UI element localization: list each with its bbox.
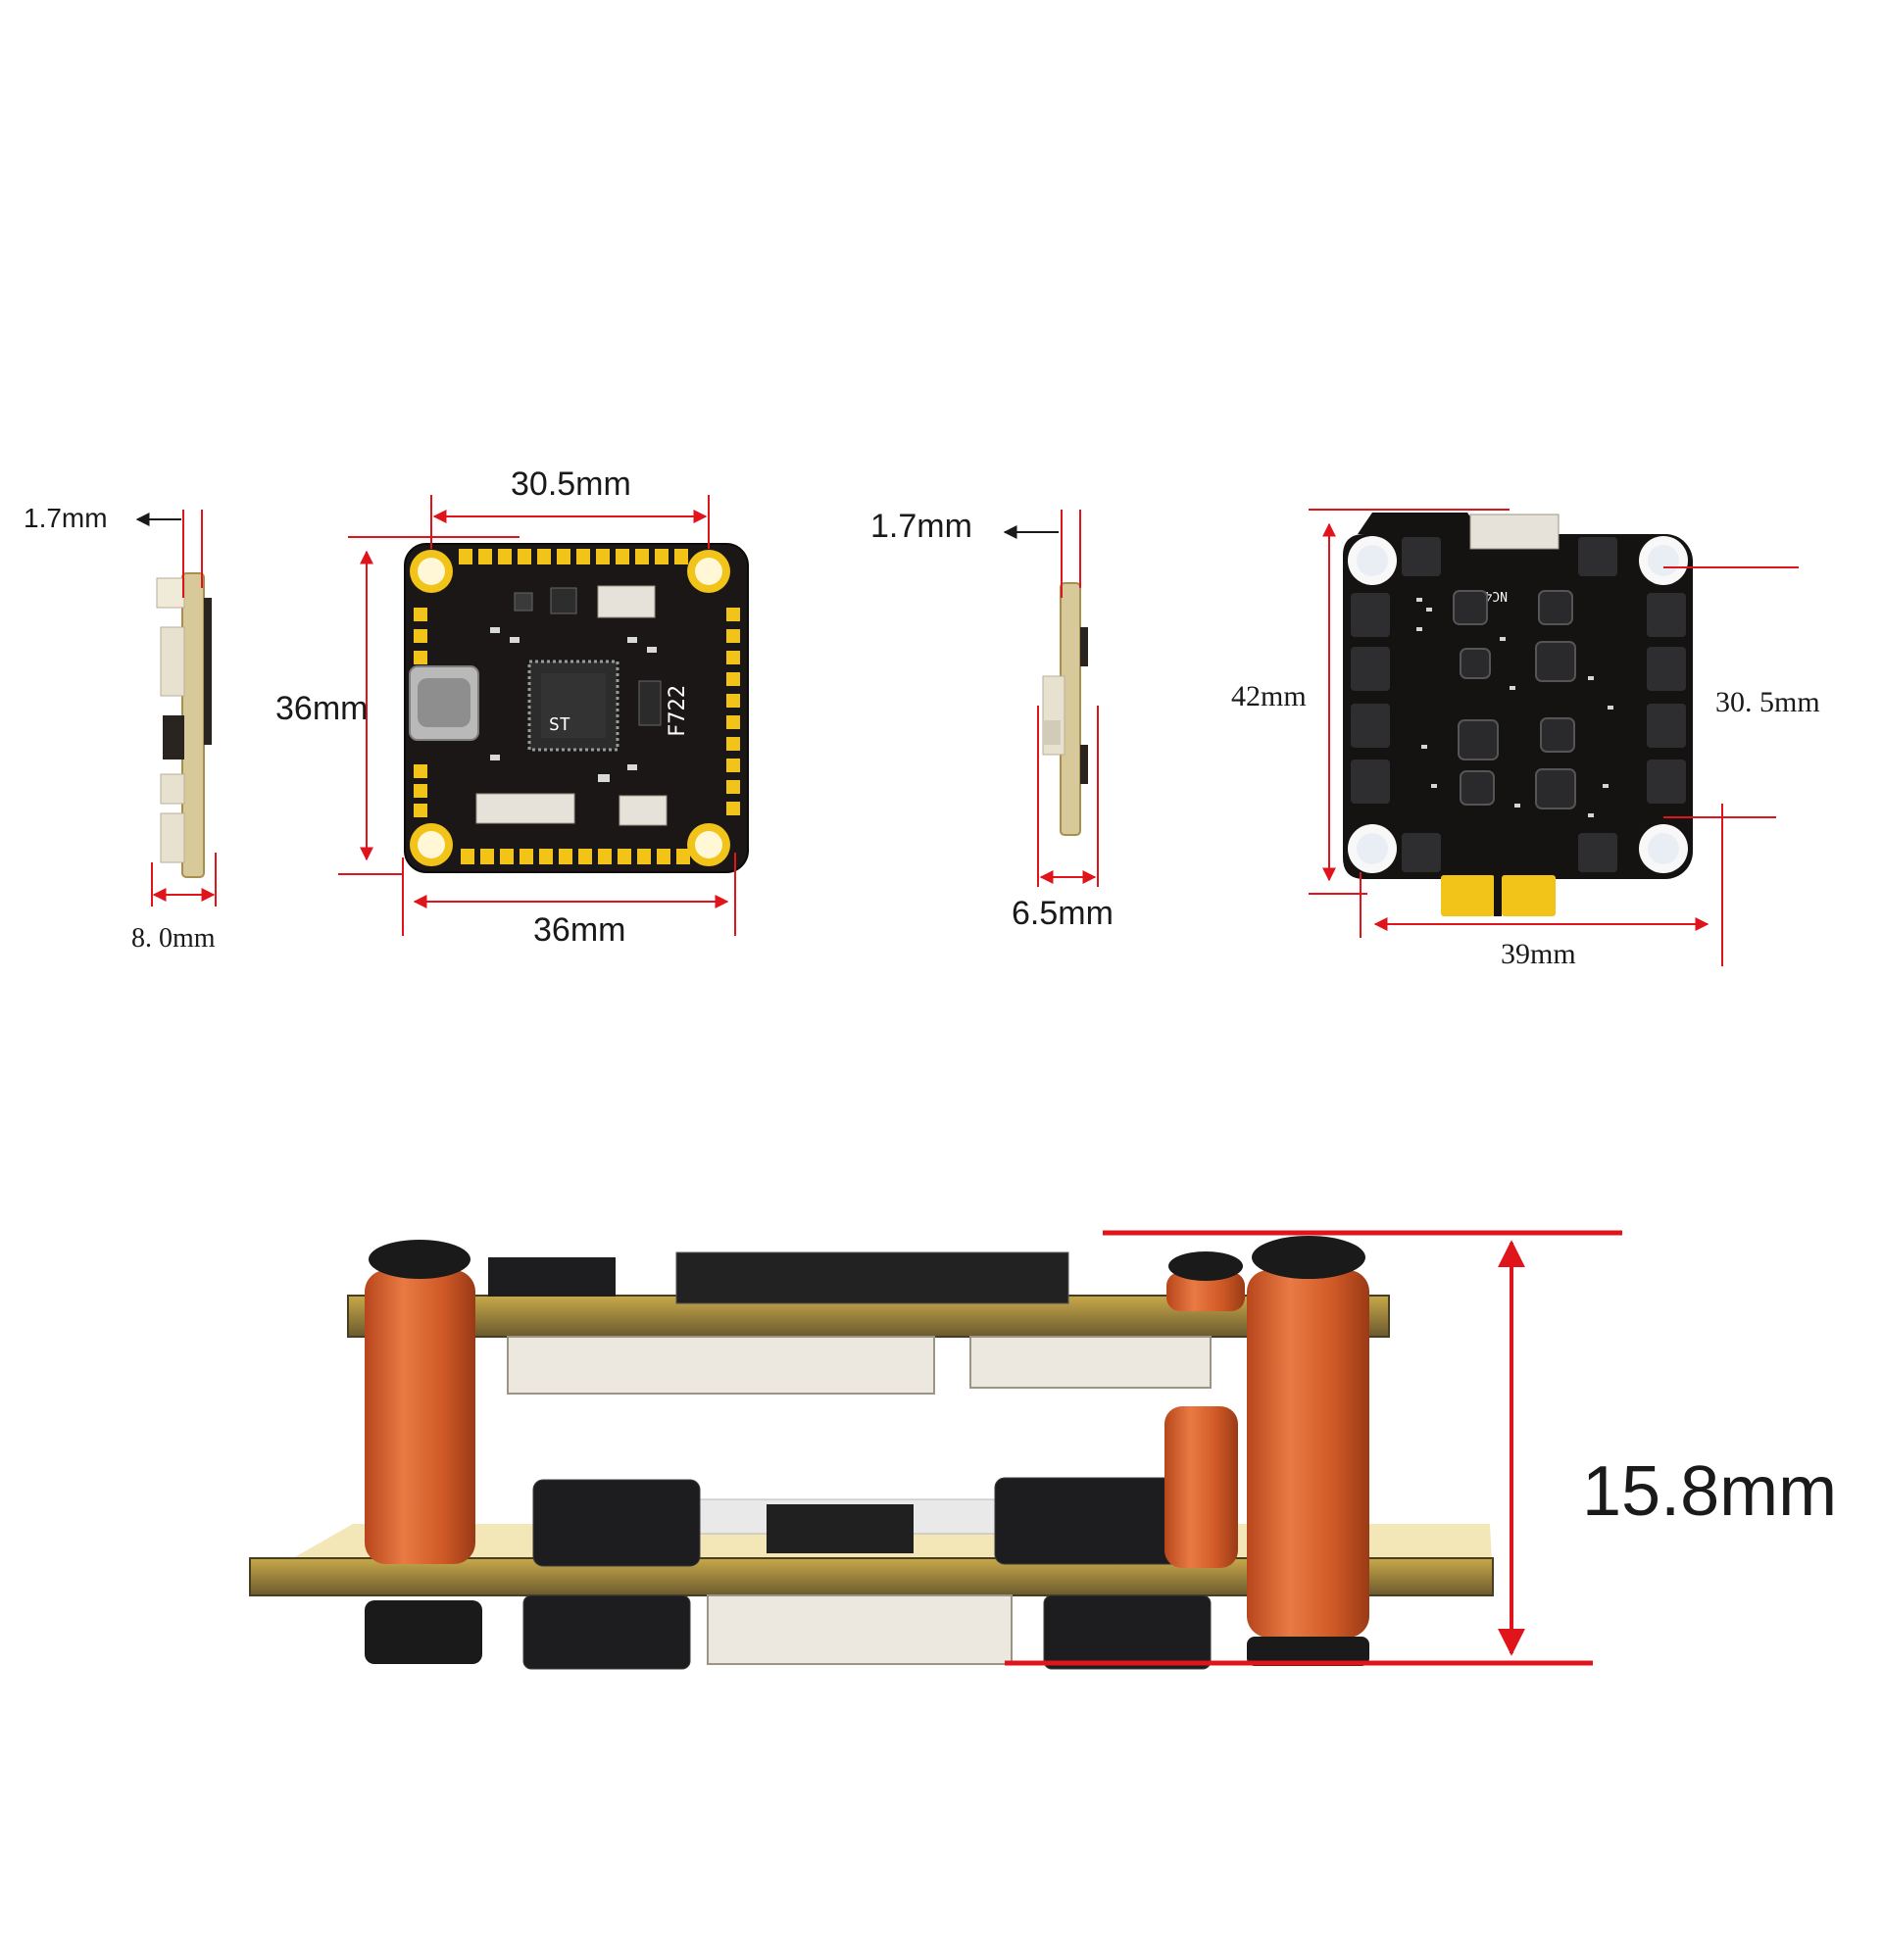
nylon-standoffs bbox=[365, 1236, 1369, 1666]
esc-board: NC4321 bbox=[1343, 513, 1693, 916]
esc-mosfets bbox=[1351, 537, 1686, 872]
esc-power-pads bbox=[1441, 875, 1556, 916]
fc-side-thickness-label: 1.7mm bbox=[24, 503, 108, 533]
esc-width-dimension: 39mm bbox=[1360, 804, 1723, 970]
fc-width-label: 36mm bbox=[533, 911, 625, 949]
fc-small-components bbox=[490, 587, 657, 782]
esc-hole-spacing-label: 30. 5mm bbox=[1715, 686, 1820, 718]
fc-lower-connectors bbox=[507, 1336, 1212, 1395]
fc-height-label: 36mm bbox=[275, 690, 368, 727]
fc-left-pads bbox=[414, 608, 427, 817]
stack-side-view: 15.8mm bbox=[249, 1230, 1837, 1670]
fc-height-dimension: 36mm bbox=[275, 536, 520, 875]
fc-width-dimension: 36mm bbox=[402, 853, 736, 949]
fc-top-pads bbox=[459, 549, 688, 564]
esc-side-thickness-dimension: 1.7mm bbox=[870, 508, 1081, 598]
fc-hole-spacing-label: 30.5mm bbox=[511, 466, 631, 503]
esc-lower-connector bbox=[707, 1594, 1013, 1665]
stack-height-label: 15.8mm bbox=[1582, 1452, 1837, 1531]
st-logo-text: ST bbox=[549, 714, 570, 735]
esc-hole-spacing-dimension: 30. 5mm bbox=[1663, 566, 1820, 818]
esc-side-width-label: 6.5mm bbox=[1012, 895, 1114, 932]
fc-side-thickness-dimension: 1.7mm bbox=[24, 503, 203, 598]
fc-right-pads bbox=[726, 608, 740, 815]
esc-height-dimension: 42mm bbox=[1231, 509, 1510, 895]
esc-side-width-dimension: 6.5mm bbox=[1012, 706, 1114, 932]
fc-side-width-dimension: 8. 0mm bbox=[131, 853, 217, 954]
esc-mounting-holes bbox=[1348, 536, 1688, 873]
esc-top-connector bbox=[1469, 514, 1560, 550]
mcu-chip: ST bbox=[527, 660, 619, 752]
esc-width-label: 39mm bbox=[1501, 938, 1576, 970]
lower-mosfets bbox=[522, 1477, 1213, 1670]
esc-side-thickness-label: 1.7mm bbox=[870, 508, 972, 545]
esc-side-view bbox=[1042, 582, 1088, 836]
esc-driver-ics bbox=[1453, 590, 1576, 809]
esc-height-label: 42mm bbox=[1231, 680, 1307, 712]
esc-smd-components bbox=[1416, 598, 1613, 817]
flight-controller-board: ST F722 bbox=[404, 543, 749, 873]
fc-hole-spacing-dimension: 30.5mm bbox=[430, 466, 710, 549]
usb-c-port bbox=[409, 665, 479, 741]
fc-mounting-holes bbox=[410, 550, 730, 866]
fc-connectors bbox=[475, 585, 668, 826]
fc-side-view bbox=[156, 572, 212, 878]
fc-side-width-label: 8. 0mm bbox=[131, 923, 216, 954]
fc-bottom-pads bbox=[461, 849, 690, 864]
fc-model-label: F722 bbox=[666, 685, 690, 737]
stack-height-dimension: 15.8mm bbox=[1005, 1230, 1837, 1666]
